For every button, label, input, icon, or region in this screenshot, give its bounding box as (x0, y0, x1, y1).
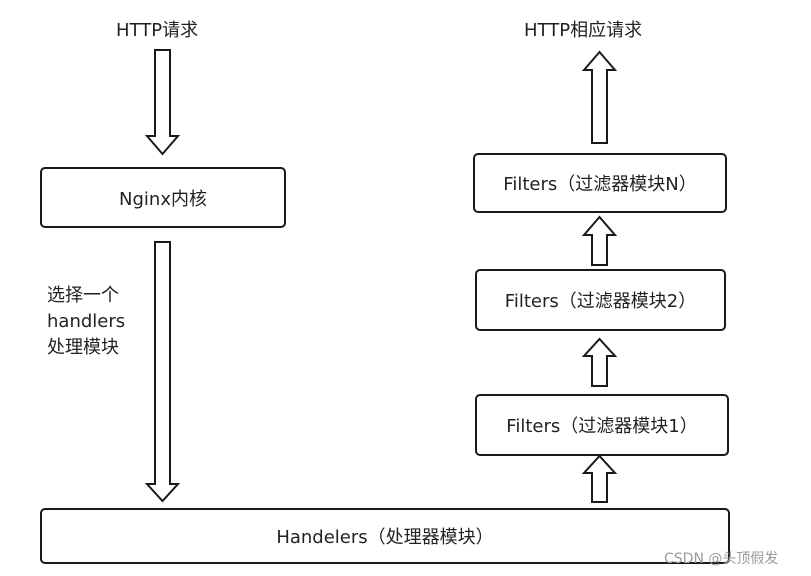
filter-2-box: Filters（过滤器模块2） (475, 269, 726, 331)
select-handler-line-2: handlers (47, 311, 126, 332)
handlers-box: Handelers（处理器模块） (40, 508, 730, 564)
select-handler-line-1: 选择一个 (47, 285, 119, 306)
http-response-label: HTTP相应请求 (524, 20, 643, 41)
select-handler-line-3: 处理模块 (47, 337, 119, 358)
filter-2-label: Filters（过滤器模块2） (504, 291, 697, 312)
filter-n-box: Filters（过滤器模块N） (473, 153, 727, 213)
arrow-filter1-to-filter2 (581, 337, 618, 387)
handlers-label: Handelers（处理器模块） (276, 527, 494, 548)
filter-1-label: Filters（过滤器模块1） (506, 416, 698, 437)
arrow-filtern-to-response (581, 50, 618, 144)
filter-1-box: Filters（过滤器模块1） (475, 394, 729, 456)
nginx-core-box: Nginx内核 (40, 167, 286, 228)
http-request-label: HTTP请求 (116, 20, 199, 41)
arrow-handlers-to-filter1 (581, 454, 618, 503)
arrow-request-to-nginx (144, 49, 181, 156)
select-handler-label: 选择一个 handlers 处理模块 (47, 283, 125, 361)
nginx-core-label: Nginx内核 (119, 188, 207, 210)
filter-n-label: Filters（过滤器模块N） (503, 174, 697, 195)
arrow-nginx-to-handlers (144, 241, 181, 503)
arrow-filter2-to-filtern (581, 215, 618, 266)
csdn-watermark: CSDN @头顶假发 (664, 551, 779, 567)
